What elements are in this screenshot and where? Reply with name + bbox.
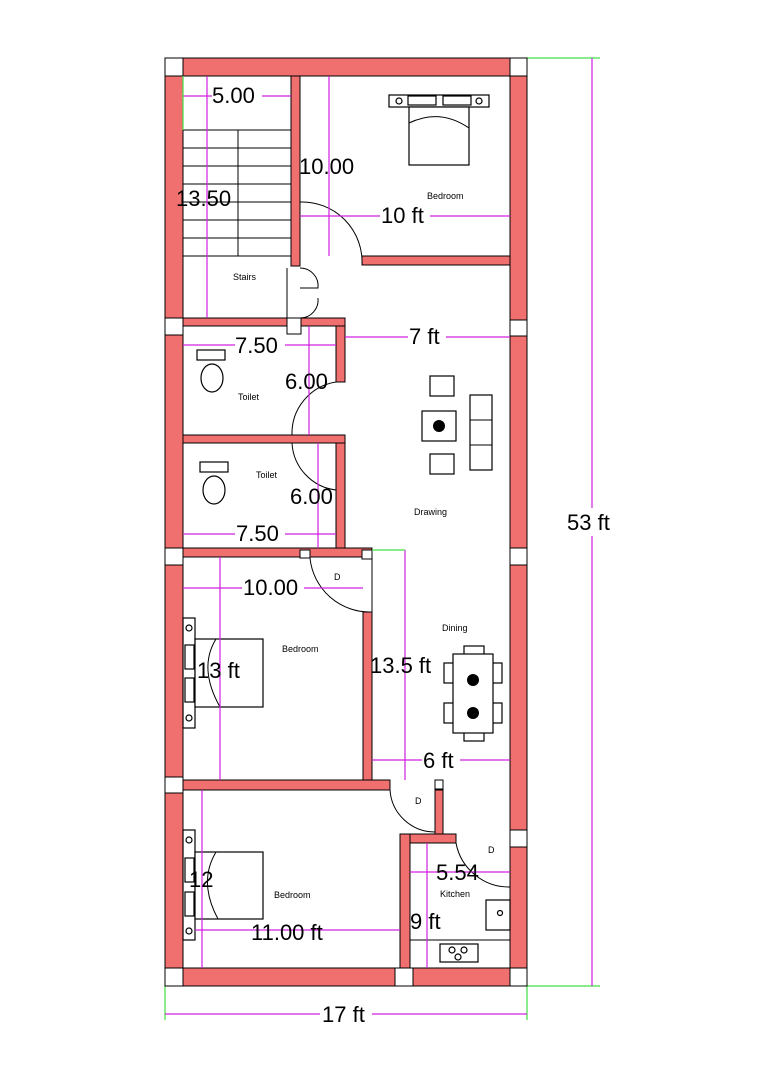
room-label-kitchen: Kitchen [440,889,470,899]
room-dimension-lines [182,76,510,968]
dimension-label: 7.50 [235,333,278,358]
bed-icon [182,617,264,729]
flower-icon [433,420,445,432]
dimension-label: 10 ft [381,203,424,228]
room-label-bedroom: Bedroom [427,191,464,201]
walls [164,57,528,987]
dimension-label: 7.50 [236,521,279,546]
dining-table-icon [443,645,503,742]
dimension-label: 13.5 ft [370,653,431,678]
dimension-label: 13 ft [197,658,240,683]
room-label-dining: Dining [442,623,468,633]
total-length-label: 53 ft [567,510,610,535]
room-label-bedroom: Bedroom [282,644,319,654]
dimension-label: 10.00 [299,154,354,179]
room-labels: Stairs Bedroom Toilet Toilet Drawing Din… [233,191,470,900]
dimension-label: 11.00 ft [251,920,323,945]
total-width-label: 17 ft [322,1002,365,1027]
dimension-label: 5.54 [436,860,479,885]
columns [164,57,528,987]
dimension-label: 9 ft [410,909,441,934]
dimension-label: 5.00 [212,83,255,108]
room-label-toilet: Toilet [238,392,260,402]
furniture [182,94,511,963]
dimension-label: 6.00 [285,369,328,394]
room-label-bedroom: Bedroom [274,890,311,900]
room-label-stairs: Stairs [233,272,257,282]
staircase [183,129,291,257]
sink-icon [485,899,511,931]
door-label: D [334,572,341,582]
door-label: D [415,796,422,806]
bed-icon [388,94,490,166]
room-label-drawing: Drawing [414,507,447,517]
bed-icon [182,829,264,941]
toilet-icon [196,349,226,393]
dimension-labels: 5.00 13.50 10.00 10 ft 7 ft 7.50 6.00 6.… [176,83,610,1027]
dimension-label: 7 ft [409,324,440,349]
door-label: D [488,845,495,855]
flower-icon [467,707,479,719]
toilet-icon [199,461,229,505]
dimension-label: 12 [189,867,213,892]
room-label-toilet: Toilet [256,470,278,480]
doors: D D D [286,201,511,888]
stove-icon [439,943,479,963]
dimension-label: 6.00 [290,484,333,509]
dimension-label: 10.00 [243,575,298,600]
flower-icon [467,674,479,686]
overall-dimensions [164,57,619,1026]
sofa-set-icon [421,375,493,475]
dimension-label: 6 ft [423,748,454,773]
dimension-label: 13.50 [176,186,231,211]
